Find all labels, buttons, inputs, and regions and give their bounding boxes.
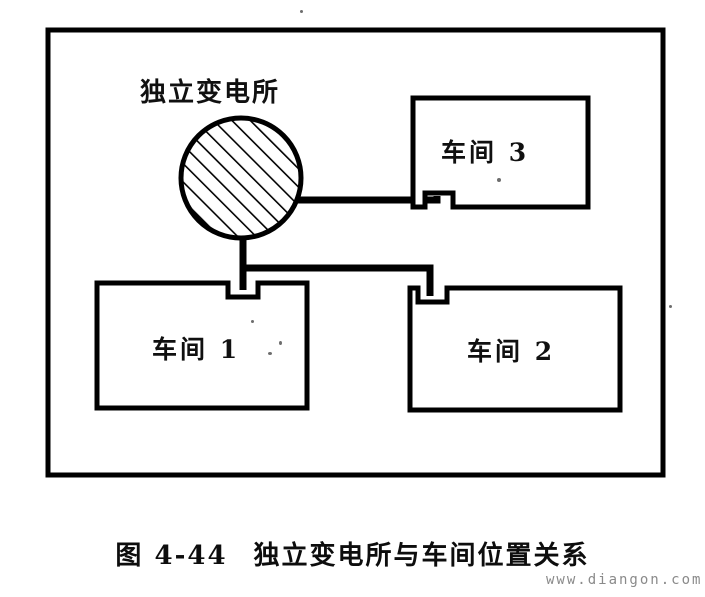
workshop-3-label: 车间 3 <box>441 138 530 167</box>
watermark-text: www.diangon.com <box>546 572 703 588</box>
cable-to-workshop-3 <box>298 196 441 204</box>
scan-speck <box>497 178 501 182</box>
workshop-2-box[interactable] <box>407 285 623 413</box>
scan-speck <box>300 10 303 13</box>
substation-symbol[interactable] <box>178 115 304 241</box>
figure-caption: 图 4-44 独立变电所与车间位置关系 <box>0 535 705 572</box>
scan-speck <box>268 352 272 355</box>
scan-speck <box>279 341 282 345</box>
workshop-1-box[interactable] <box>94 280 310 411</box>
figure-title: 独立变电所与车间位置关系 <box>253 541 590 571</box>
figure-number: 图 4-44 <box>115 541 228 571</box>
workshop-1-label: 车间 1 <box>152 335 241 364</box>
scan-speck <box>669 305 672 308</box>
cable-to-workshop-2 <box>243 264 434 296</box>
scan-speck <box>251 320 254 323</box>
site-boundary-rect <box>45 27 666 478</box>
substation-label: 独立变电所 <box>140 78 281 108</box>
workshop-3-box[interactable] <box>410 95 591 210</box>
workshop-2-label: 车间 2 <box>467 337 556 366</box>
